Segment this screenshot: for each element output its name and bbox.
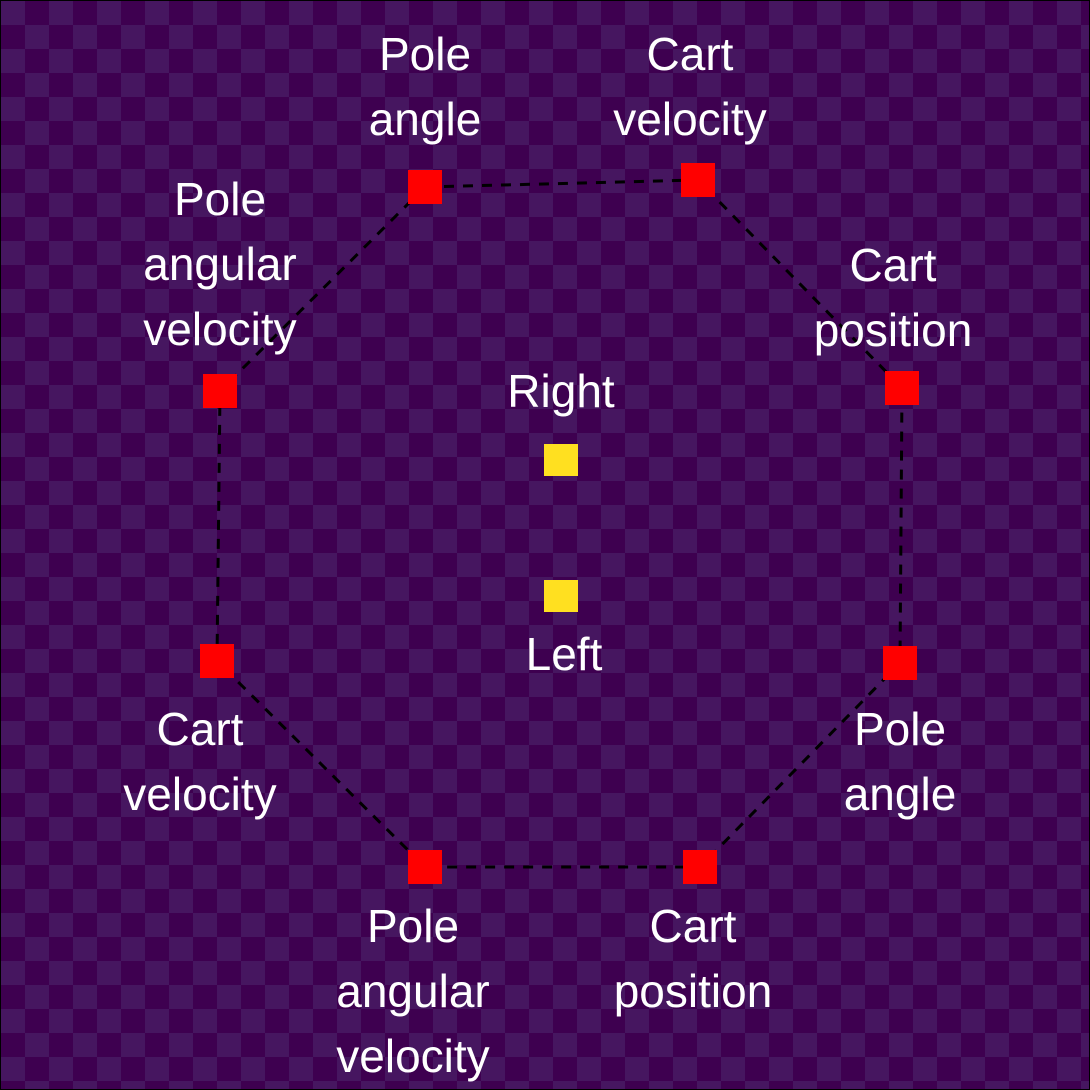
cart-position-node-right-label-line: position <box>814 304 973 356</box>
action-node-left <box>544 580 578 612</box>
pole-angular-velocity-node-bottom-label-line: Pole <box>367 900 459 952</box>
cart-position-node-right <box>885 371 919 405</box>
pole-angle-node-right <box>883 646 917 680</box>
pole-angular-velocity-node-bottom <box>408 850 442 884</box>
cart-velocity-node-top <box>681 163 715 197</box>
pole-angular-velocity-node-bottom-label-line: angular <box>336 965 489 1017</box>
cart-velocity-node-top-label-line: Cart <box>647 28 734 80</box>
action-node-left-label: Left <box>526 628 603 680</box>
pole-angular-velocity-node-bottom-label: Pole angular velocity <box>336 900 489 1082</box>
action-node-right-label-line: Right <box>507 365 615 417</box>
pole-angular-velocity-node-left <box>203 374 237 408</box>
pole-angular-velocity-node-left-label-line: angular <box>143 238 296 290</box>
pole-angle-node-right-label-line: Pole <box>854 703 946 755</box>
pole-angle-node-right-label: Pole angle <box>844 703 957 820</box>
cart-position-node-bottom-label: Cart position <box>614 900 773 1017</box>
cart-velocity-node-left-label-line: Cart <box>157 703 244 755</box>
action-node-left-label-line: Left <box>526 628 603 680</box>
pole-angle-node-top-label: Pole angle <box>369 28 482 145</box>
pole-angular-velocity-node-left-label-line: Pole <box>174 173 266 225</box>
action-node-right <box>544 444 578 476</box>
cart-velocity-node-top-label: Cart velocity <box>613 28 766 145</box>
pole-angular-velocity-node-left-label-line: velocity <box>143 303 296 355</box>
pole-angle-node-top-label-line: Pole <box>379 28 471 80</box>
cart-velocity-node-left <box>200 644 234 678</box>
cart-position-node-right-label-line: Cart <box>850 239 937 291</box>
node-layer <box>200 163 919 884</box>
cart-velocity-node-left-label: Cart velocity <box>123 703 276 820</box>
cart-position-node-bottom-label-line: Cart <box>650 900 737 952</box>
pole-angular-velocity-node-bottom-label-line: velocity <box>336 1030 489 1082</box>
pole-angular-velocity-node-left-label: Pole angular velocity <box>143 173 296 355</box>
cart-position-node-bottom <box>683 850 717 884</box>
pole-angle-node-top <box>408 170 442 204</box>
cart-position-node-bottom-label-line: position <box>614 965 773 1017</box>
pole-angle-node-right-label-line: angle <box>844 768 957 820</box>
pole-angle-node-top-label-line: angle <box>369 93 482 145</box>
cart-velocity-node-left-label-line: velocity <box>123 768 276 820</box>
cart-velocity-node-top-label-line: velocity <box>613 93 766 145</box>
cart-position-node-right-label: Cart position <box>814 239 973 356</box>
action-node-right-label: Right <box>507 365 615 417</box>
